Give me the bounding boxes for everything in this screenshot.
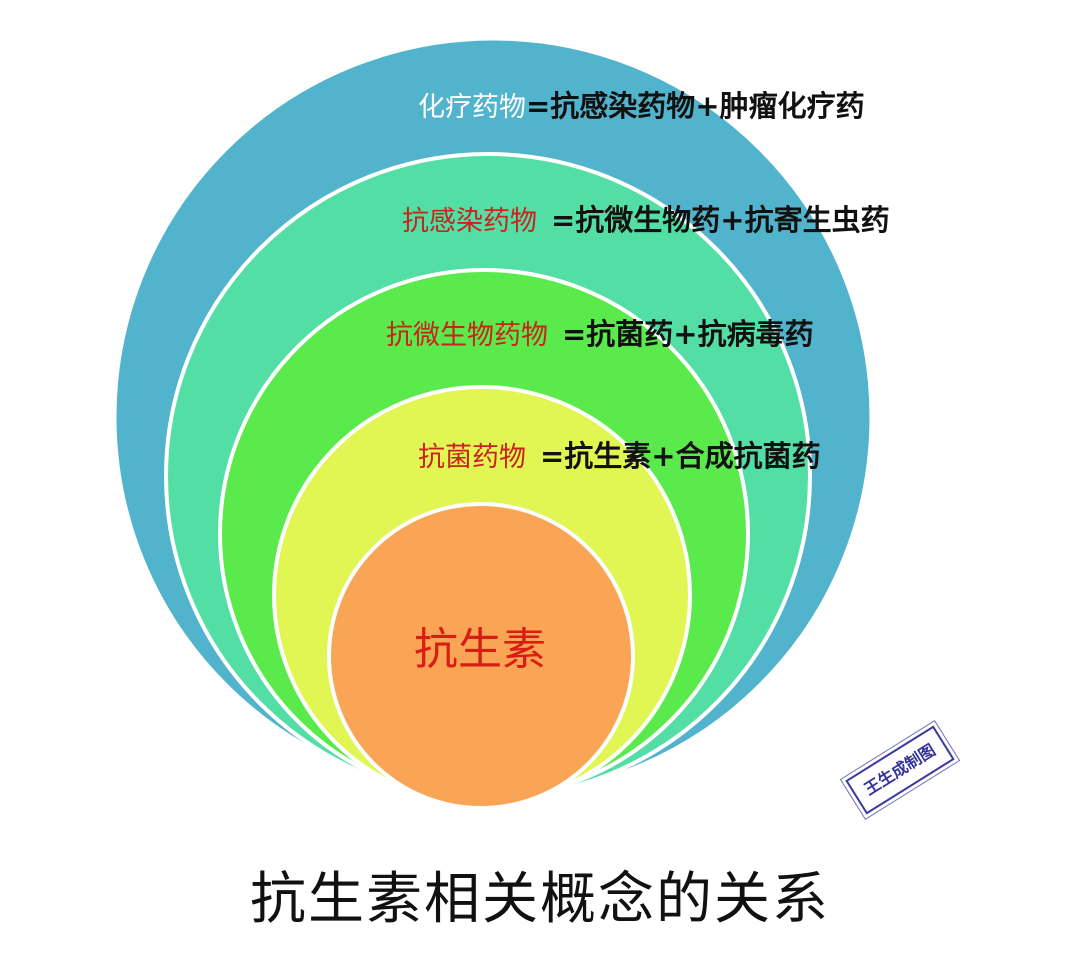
layer-term: 抗感染药物	[402, 206, 537, 237]
layer-label-antimicrobial: 抗微生物药物 =抗菌药+抗病毒药	[386, 316, 814, 354]
circle-antibiotics	[327, 502, 635, 810]
layer-term: 抗微生物药物	[386, 320, 548, 351]
layer-label-anti-infective: 抗感染药物 =抗微生物药+抗寄生虫药	[402, 202, 890, 240]
layer-definition: =抗菌药+抗病毒药	[562, 317, 814, 351]
layer-label-antibacterial: 抗菌药物 =抗生素+合成抗菌药	[418, 438, 821, 476]
layer-term: 化疗药物	[418, 92, 526, 123]
center-label-antibiotics: 抗生素	[414, 624, 546, 675]
author-stamp: 王生成制图	[838, 722, 962, 826]
layer-definition: =抗微生物药+抗寄生虫药	[551, 203, 890, 237]
layer-definition: =抗感染药物+肿瘤化疗药	[526, 89, 865, 123]
layer-label-chemotherapy: 化疗药物=抗感染药物+肿瘤化疗药	[418, 88, 865, 126]
stamp-box: 王生成制图	[845, 725, 955, 815]
diagram-title: 抗生素相关概念的关系	[250, 867, 830, 932]
stamp-text: 王生成制图	[860, 740, 939, 799]
layer-definition: =抗生素+合成抗菌药	[540, 439, 821, 473]
layer-term: 抗菌药物	[418, 442, 526, 473]
